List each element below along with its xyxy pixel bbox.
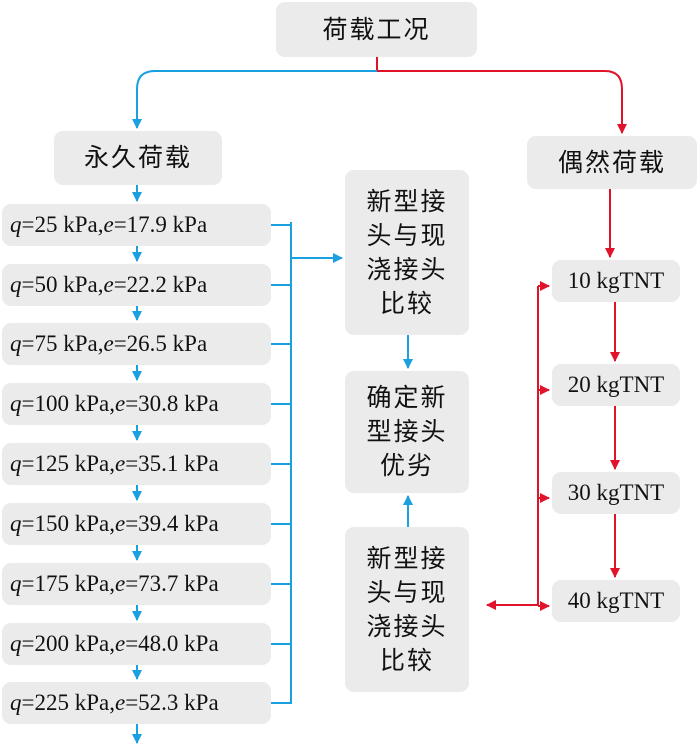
accidental-load-label: 偶然荷载 bbox=[557, 147, 666, 177]
load-q-symbol: q bbox=[10, 272, 22, 297]
load-level-box: q=150 kPa, e=39.4 kPa bbox=[2, 503, 271, 545]
load-level-box: q=225 kPa, e=52.3 kPa bbox=[2, 682, 271, 724]
tnt-charge-box: 30 kgTNT bbox=[552, 472, 680, 514]
determine-merits-box: 确定新 型接头 优劣 bbox=[345, 371, 469, 493]
comparison-line: 头与现 bbox=[366, 577, 448, 607]
tnt-charge-box: 10 kgTNT bbox=[552, 260, 680, 302]
load-e-value: =22.2 kPa bbox=[113, 272, 208, 297]
load-e-value: =35.1 kPa bbox=[125, 451, 219, 476]
comparison-line: 新型接 bbox=[366, 186, 448, 216]
determine-line: 确定新 bbox=[366, 383, 448, 412]
load-e-value: =73.7 kPa bbox=[125, 571, 219, 596]
tnt-charge-box: 40 kgTNT bbox=[552, 580, 680, 622]
load-e-value: =30.8 kPa bbox=[125, 391, 219, 416]
load-e-value: =26.5 kPa bbox=[113, 331, 208, 356]
load-e-symbol: e bbox=[114, 690, 126, 715]
comparison-line: 浇接头 bbox=[366, 254, 448, 284]
load-e-symbol: e bbox=[114, 631, 126, 656]
load-level-box: q=25 kPa, e=17.9 kPa bbox=[2, 204, 271, 246]
load-q-value: =25 kPa, bbox=[21, 212, 104, 237]
load-e-symbol: e bbox=[103, 272, 114, 297]
permanent-load-box: 永久荷载 bbox=[54, 131, 222, 185]
load-level-box: q=200 kPa, e=48.0 kPa bbox=[2, 623, 271, 665]
load-q-value: =225 kPa, bbox=[21, 690, 115, 715]
load-q-symbol: q bbox=[10, 690, 22, 715]
load-e-symbol: e bbox=[114, 451, 126, 476]
permanent-load-label: 永久荷载 bbox=[83, 143, 192, 172]
determine-line: 型接头 bbox=[366, 417, 448, 446]
load-e-value: =48.0 kPa bbox=[125, 631, 219, 656]
connector-arrow bbox=[132, 70, 377, 129]
load-level-box: q=175 kPa, e=73.7 kPa bbox=[2, 563, 271, 605]
load-e-symbol: e bbox=[103, 212, 114, 237]
load-q-symbol: q bbox=[10, 631, 22, 656]
load-e-symbol: e bbox=[114, 511, 126, 536]
load-q-symbol: q bbox=[10, 212, 22, 237]
load-q-symbol: q bbox=[10, 391, 22, 416]
load-e-symbol: e bbox=[114, 571, 126, 596]
load-q-symbol: q bbox=[10, 451, 22, 476]
comparison-box-lower: 新型接 头与现 浇接头 比较 bbox=[345, 527, 469, 692]
load-q-symbol: q bbox=[10, 511, 22, 536]
tnt-charge-label: 10 kgTNT bbox=[567, 268, 665, 293]
comparison-line: 比较 bbox=[379, 645, 434, 675]
load-e-value: =52.3 kPa bbox=[125, 690, 219, 715]
load-level-box: q=75 kPa, e=26.5 kPa bbox=[2, 323, 271, 365]
load-q-symbol: q bbox=[10, 331, 22, 356]
determine-line: 优劣 bbox=[379, 451, 434, 480]
accidental-load-box: 偶然荷载 bbox=[527, 136, 697, 189]
load-q-value: =75 kPa, bbox=[21, 331, 104, 356]
comparison-line: 新型接 bbox=[366, 543, 448, 573]
load-level-box: q=100 kPa, e=30.8 kPa bbox=[2, 383, 271, 425]
load-e-symbol: e bbox=[103, 331, 114, 356]
load-q-value: =50 kPa, bbox=[21, 272, 104, 297]
load-e-value: =39.4 kPa bbox=[125, 511, 219, 536]
comparison-line: 浇接头 bbox=[366, 611, 448, 641]
load-q-symbol: q bbox=[10, 571, 22, 596]
tnt-charge-label: 40 kgTNT bbox=[567, 588, 665, 613]
tnt-charge-label: 20 kgTNT bbox=[567, 372, 665, 397]
load-e-symbol: e bbox=[114, 391, 126, 416]
load-q-value: =125 kPa, bbox=[21, 451, 115, 476]
comparison-line: 头与现 bbox=[366, 220, 448, 250]
load-cases-label: 荷载工况 bbox=[322, 14, 431, 44]
load-q-value: =175 kPa, bbox=[21, 571, 115, 596]
load-q-value: =150 kPa, bbox=[21, 511, 115, 536]
connector-arrow bbox=[377, 70, 627, 134]
load-cases-box: 荷载工况 bbox=[276, 2, 477, 57]
comparison-line: 比较 bbox=[379, 288, 434, 318]
tnt-charge-label: 30 kgTNT bbox=[567, 480, 665, 505]
load-q-value: =200 kPa, bbox=[21, 631, 115, 656]
comparison-box-upper: 新型接 头与现 浇接头 比较 bbox=[345, 170, 469, 335]
load-level-box: q=125 kPa, e=35.1 kPa bbox=[2, 443, 271, 485]
load-e-value: =17.9 kPa bbox=[113, 212, 208, 237]
load-q-value: =100 kPa, bbox=[21, 391, 115, 416]
tnt-charge-box: 20 kgTNT bbox=[552, 364, 680, 406]
load-level-box: q=50 kPa, e=22.2 kPa bbox=[2, 264, 271, 306]
